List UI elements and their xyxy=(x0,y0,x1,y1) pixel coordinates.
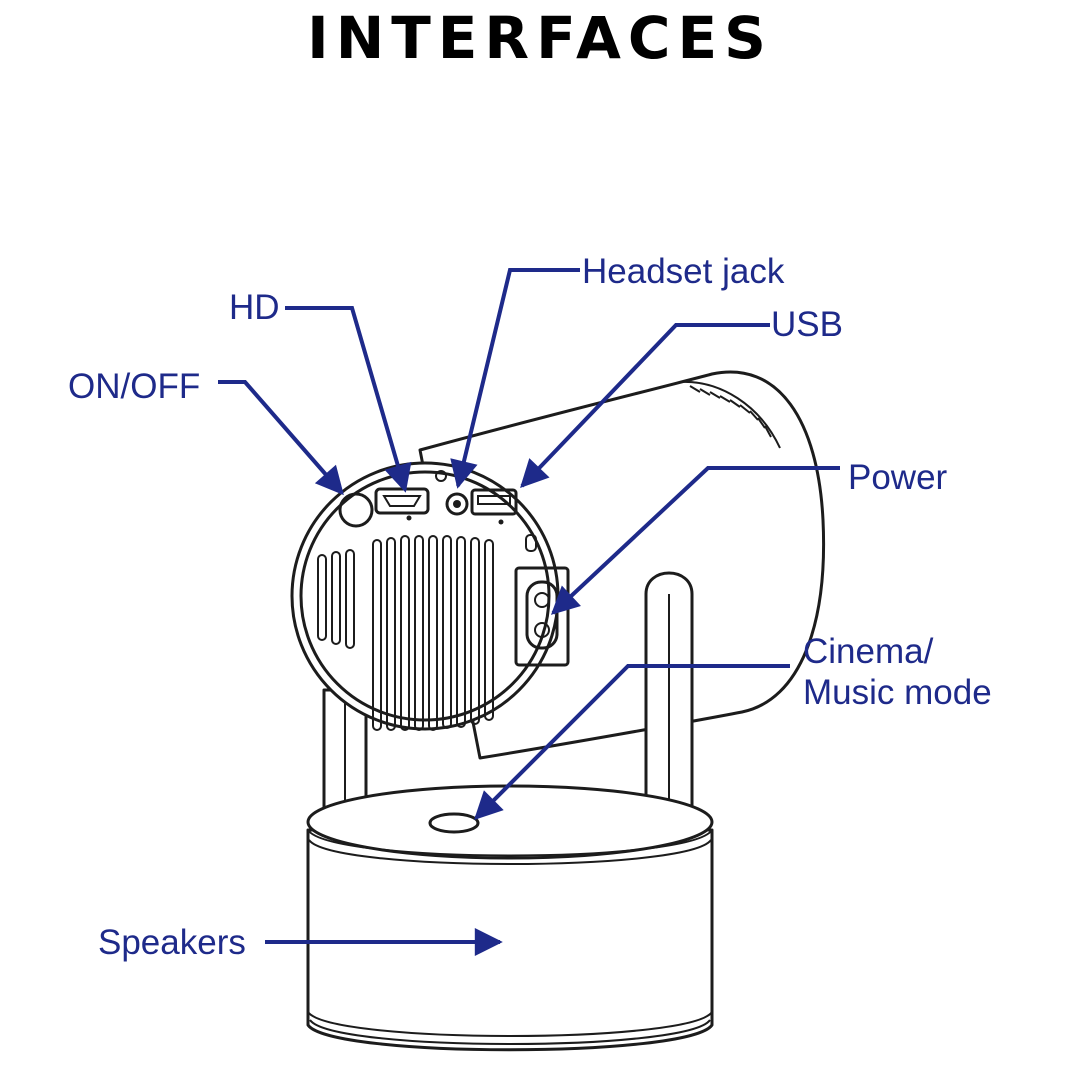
base-bottom-ring-2 xyxy=(309,1019,711,1045)
ac-socket-frame xyxy=(514,566,570,667)
leader-usb xyxy=(520,323,770,489)
label-headset-jack: Headset jack xyxy=(582,252,785,291)
rear-vent-slots xyxy=(317,535,494,731)
base-bottom-ring xyxy=(307,1011,713,1037)
projector-body xyxy=(290,370,826,832)
power-button-icon xyxy=(338,492,374,528)
headset-jack-hole xyxy=(453,500,461,508)
ac-socket-pin-top xyxy=(534,592,550,608)
barrel-vent-edge xyxy=(679,380,781,449)
mode-button-icon xyxy=(428,812,480,834)
barrel-vents xyxy=(689,385,772,438)
page-title: INTERFACES xyxy=(307,4,773,72)
base-top-edge-2 xyxy=(308,839,712,865)
label-usb: USB xyxy=(771,305,843,344)
leader-hd xyxy=(285,306,412,493)
reset-hole xyxy=(525,534,537,552)
label-music-mode: Music mode xyxy=(803,673,992,712)
hdmi-port-inner xyxy=(382,495,422,507)
indicator-light xyxy=(435,470,447,482)
headset-jack-icon xyxy=(445,492,469,516)
ac-socket-plug-icon xyxy=(525,580,559,650)
label-power: Power xyxy=(848,458,948,497)
base-body xyxy=(306,828,714,1052)
label-hd: HD xyxy=(229,288,280,327)
speaker-base xyxy=(306,784,714,1052)
usb-led xyxy=(498,519,504,525)
leader-on-off xyxy=(218,380,344,496)
base-top-edge xyxy=(307,829,713,857)
usb-port-inner xyxy=(477,495,511,505)
rear-face-inner xyxy=(299,470,551,722)
usb-port-icon xyxy=(470,488,518,516)
callout-leaders xyxy=(218,268,840,956)
leader-cinema-music xyxy=(474,664,790,820)
hdmi-led xyxy=(406,515,412,521)
label-cinema: Cinema/ xyxy=(803,632,934,671)
leader-headset-jack xyxy=(450,268,580,489)
label-on-off: ON/OFF xyxy=(68,367,200,406)
ac-socket-pin-bottom xyxy=(534,622,550,638)
leader-power xyxy=(550,466,840,615)
label-speakers: Speakers xyxy=(98,923,246,962)
